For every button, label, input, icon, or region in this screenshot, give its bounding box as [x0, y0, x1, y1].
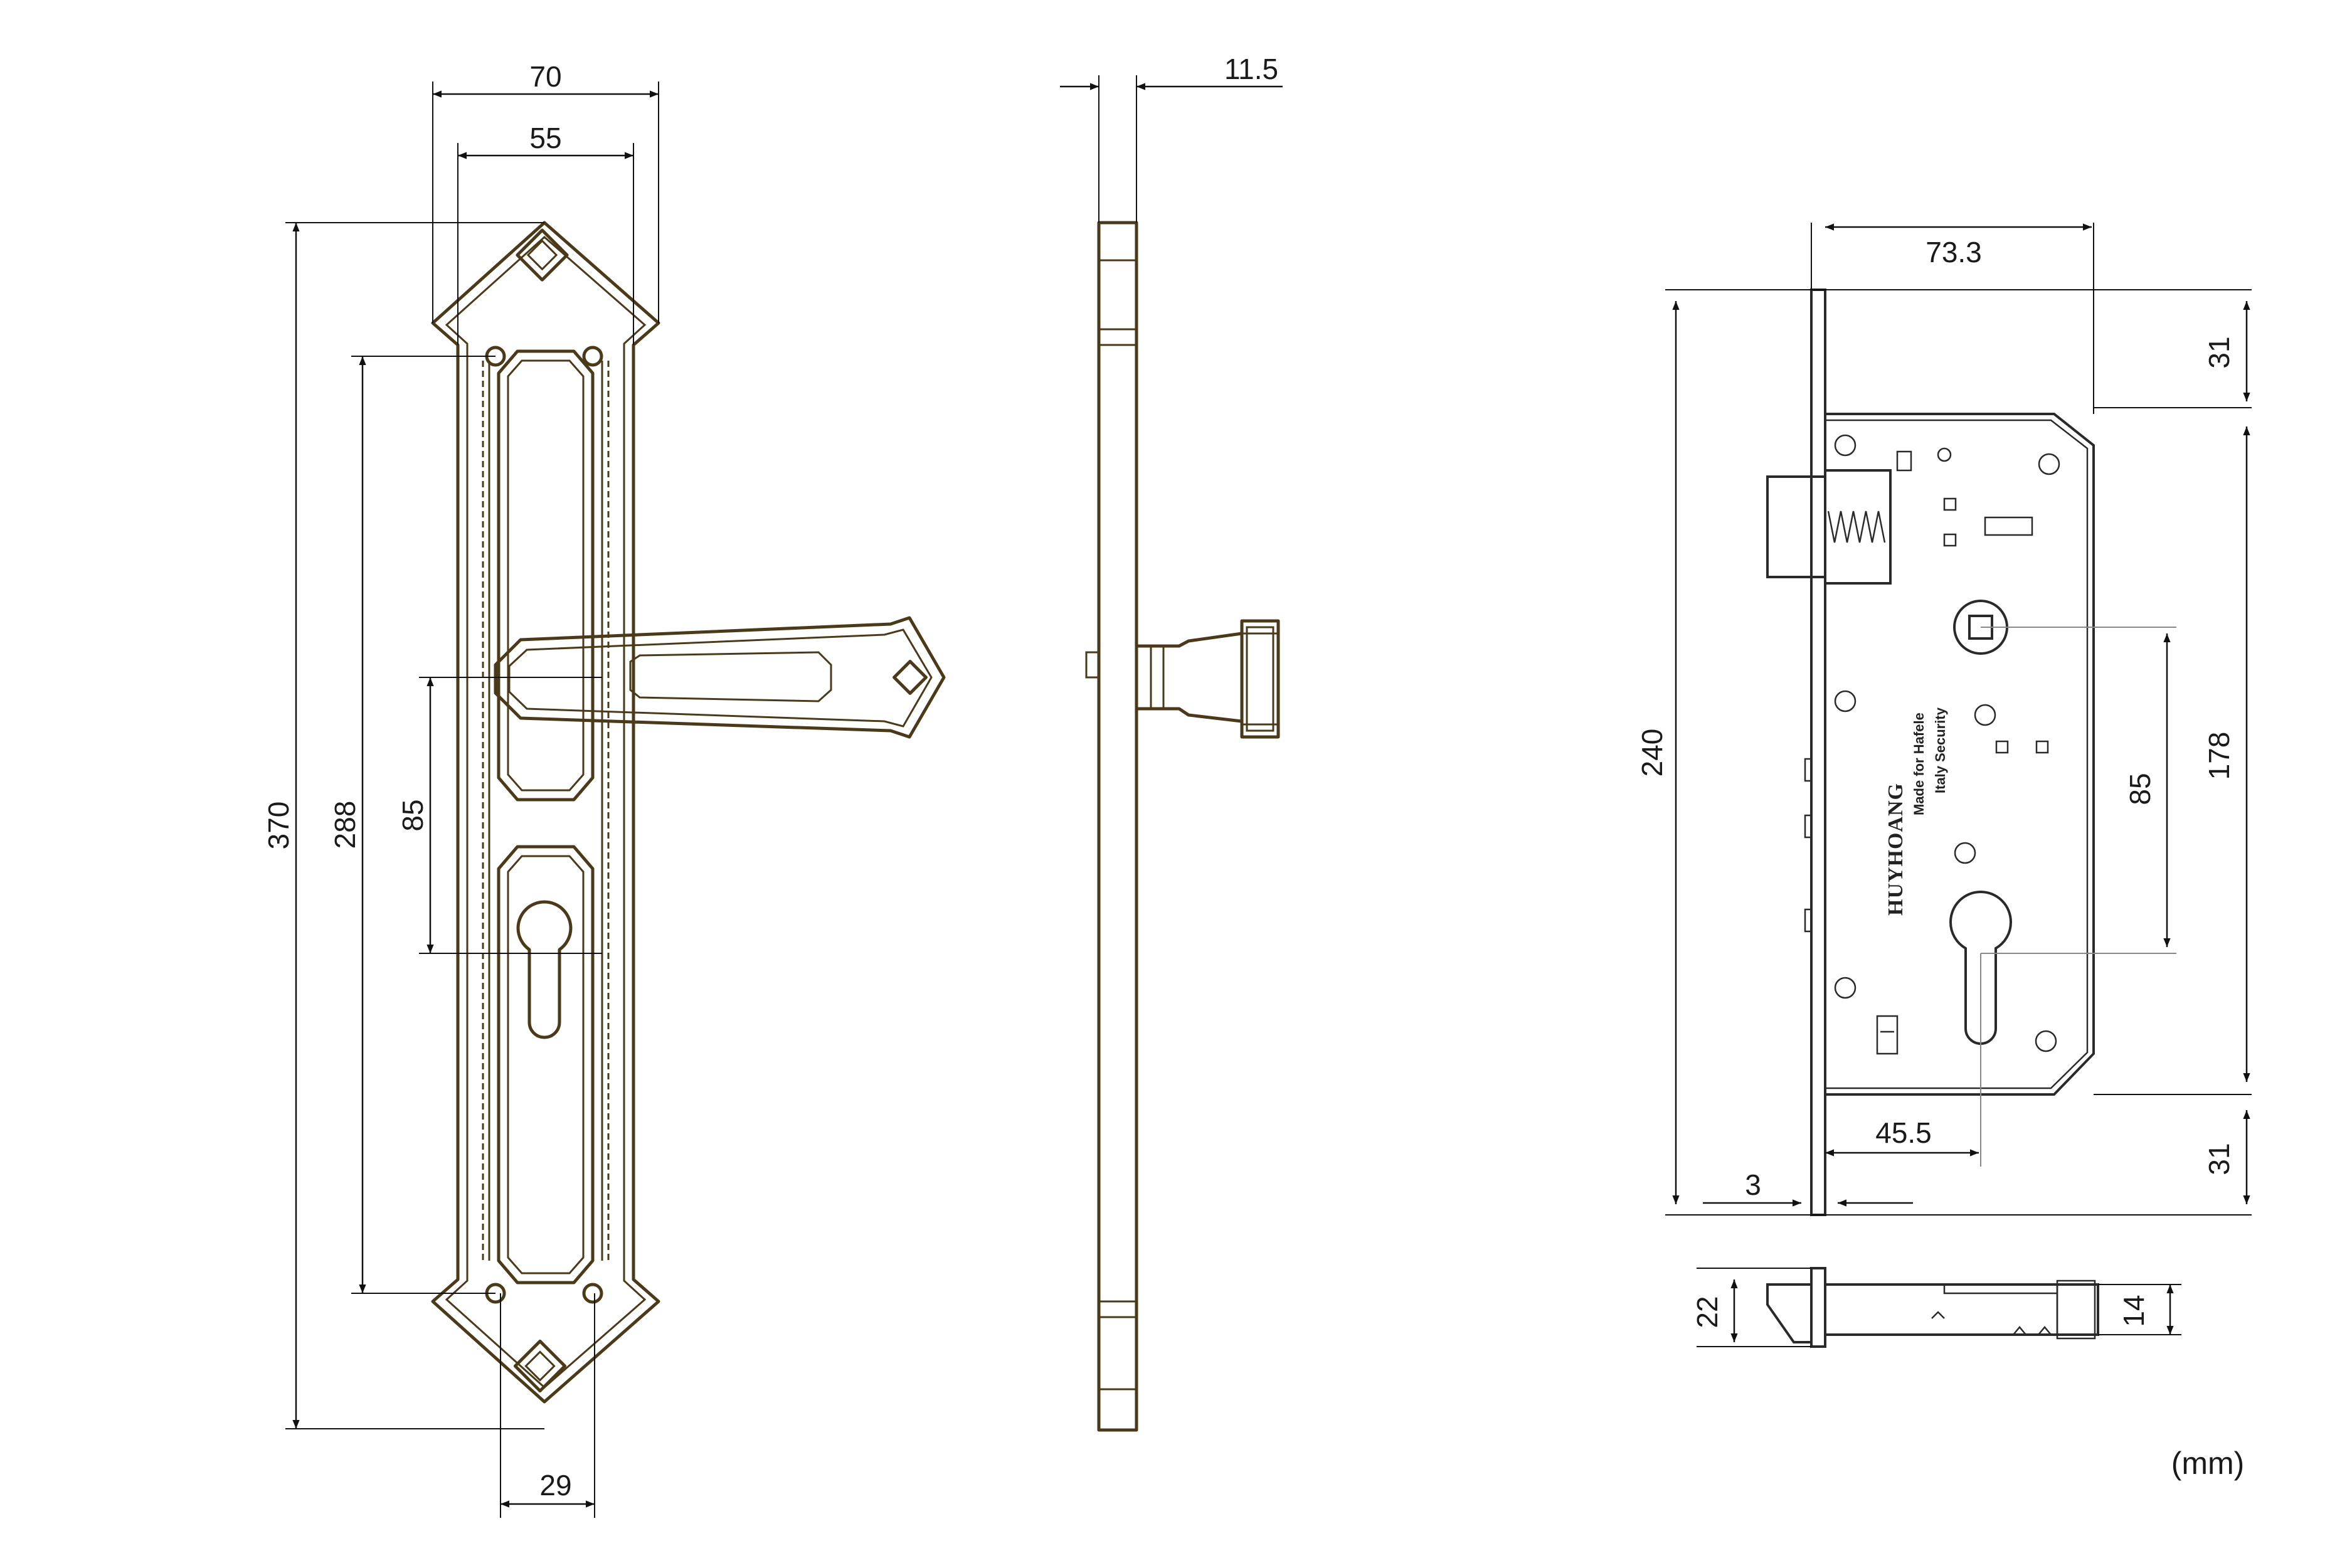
lever-handle — [494, 616, 946, 739]
faceplate — [1810, 289, 1826, 1216]
dim-label-288: 288 — [329, 801, 361, 849]
latch-spring — [1827, 511, 1886, 543]
dim-label-55: 55 — [529, 122, 561, 154]
dim-label-14: 14 — [2117, 1295, 2150, 1327]
dim-label-240: 240 — [1636, 729, 1668, 777]
lower-panel — [497, 845, 595, 1285]
dim-label-29: 29 — [539, 1469, 571, 1502]
bottom-latch — [1766, 1283, 1813, 1343]
handle-front-view: 70 55 370 288 85 29 — [262, 60, 946, 1518]
screw-bottom-right — [582, 1283, 603, 1304]
brand-line-2: Italy Security — [1932, 707, 1948, 793]
dim-label-22: 22 — [1691, 1296, 1724, 1328]
dim-label-70: 70 — [529, 60, 561, 93]
dim-label-85-mortise: 85 — [2124, 773, 2156, 805]
brand-logo-text: HUYHOANG — [1884, 783, 1907, 916]
latch-bolt — [1766, 475, 1826, 578]
dim-label-73-3: 73.3 — [1926, 236, 1982, 268]
keyhole — [516, 900, 573, 1039]
lower-catch — [1876, 1015, 1899, 1055]
dim-label-3: 3 — [1745, 1168, 1761, 1201]
dim-label-31-bottom: 31 — [2203, 1143, 2235, 1175]
mortise-bottom-view: 22 14 — [1691, 1267, 2181, 1348]
side-plate — [1097, 221, 1138, 1432]
dim-label-31-top: 31 — [2203, 336, 2235, 368]
handle-side-view: 11.5 — [1060, 53, 1283, 1432]
side-handle-head — [1240, 619, 1280, 739]
dim-label-11-5: 11.5 — [1224, 53, 1278, 85]
cylinder-hole — [1949, 891, 2013, 1045]
top-diamond-ornament — [516, 228, 569, 282]
case-screws — [1834, 434, 2060, 1052]
lock-case — [1824, 413, 2095, 1096]
brand-line-1: Made for Hafele — [1911, 712, 1927, 815]
bottom-diamond-ornament — [513, 1339, 567, 1393]
brand-stamp: HUYHOANG Made for Hafele Italy Security — [1884, 707, 1948, 916]
mortise-lock-view: HUYHOANG Made for Hafele Italy Security … — [1636, 223, 2252, 1216]
lever-end-diamond — [893, 660, 928, 695]
dim-label-45-5: 45.5 — [1875, 1116, 1932, 1149]
dim-label-178: 178 — [2203, 732, 2235, 780]
plate-inner-outline — [445, 235, 647, 1389]
latch-spring-housing — [1824, 469, 1892, 585]
dim-label-370: 370 — [262, 802, 295, 850]
unit-label: (mm) — [2171, 1446, 2245, 1481]
dim-label-85-front: 85 — [396, 799, 429, 831]
upper-panel — [497, 349, 595, 802]
bottom-faceplate — [1810, 1267, 1826, 1348]
side-handle-neck — [1135, 632, 1244, 723]
screw-top-right — [582, 346, 603, 367]
lever-inlay — [629, 651, 832, 702]
plate-outline — [431, 221, 660, 1404]
